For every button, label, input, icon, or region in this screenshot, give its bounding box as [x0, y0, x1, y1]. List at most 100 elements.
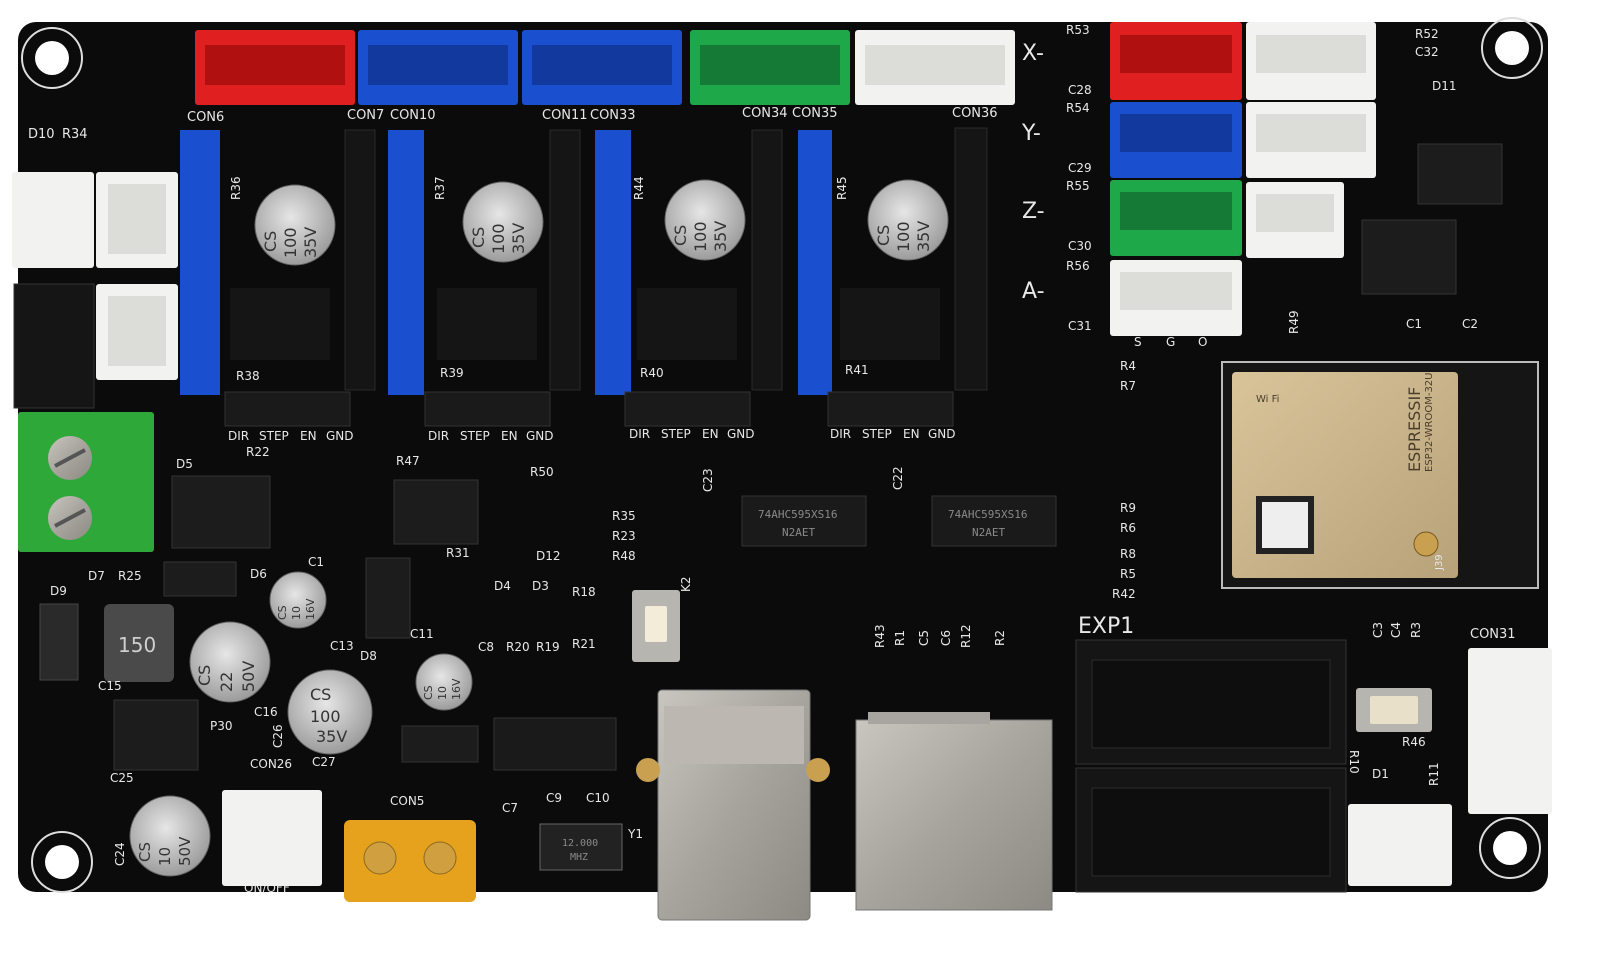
ref-label: C16	[254, 705, 278, 719]
svg-text:CS: CS	[136, 842, 154, 862]
ref-label: C5	[917, 630, 931, 646]
right-components	[1075, 143, 1552, 893]
con-label: CON31	[1470, 627, 1516, 642]
esp32-labels: ESPRESSIF ESP32-WROOM-32U Wi Fi J39	[1256, 373, 1445, 571]
ref-label: R43	[873, 624, 887, 648]
ref-label: C10	[586, 791, 610, 805]
pin-label: GND	[526, 429, 554, 443]
ref-label: C26	[271, 724, 285, 748]
pin-label: O	[1198, 335, 1207, 349]
con-label: CON6	[187, 110, 224, 125]
ref-label: C8	[478, 640, 494, 654]
shift-register-ics	[493, 495, 1057, 871]
ref-label: C32	[1415, 45, 1439, 59]
axis-z-label: Z-	[1022, 199, 1045, 224]
svg-text:12.000: 12.000	[562, 838, 598, 849]
con-label: CON10	[390, 108, 436, 123]
endstop-connectors	[1110, 22, 1376, 336]
left-connectors	[12, 172, 178, 552]
stepper-driver-blocks	[180, 127, 988, 427]
driver-pin-labels: DIR STEP EN GND DIR STEP EN GND DIR STEP…	[228, 427, 956, 443]
pin-label: DIR	[830, 427, 851, 441]
svg-text:ESP32-WROOM-32U: ESP32-WROOM-32U	[1424, 373, 1435, 472]
ref-label: C2	[1462, 317, 1478, 331]
svg-text:50V: 50V	[176, 836, 194, 866]
ref-label: D9	[50, 584, 67, 598]
ref-label: R56	[1066, 259, 1090, 273]
ic-labels: 74AHC595XS16 N2AET 74AHC595XS16 N2AET 12…	[562, 508, 1027, 863]
ref-label: D11	[1432, 79, 1457, 93]
ref-label: R25	[118, 569, 142, 583]
esp32-module	[1221, 361, 1539, 589]
svg-text:35V: 35V	[509, 223, 528, 254]
con-label: CON5	[390, 794, 424, 808]
ref-label: R22	[246, 445, 270, 459]
pin-label: EN	[501, 429, 518, 443]
pin-label: STEP	[460, 429, 490, 443]
ref-label: D3	[532, 579, 549, 593]
button-label: K2	[679, 576, 693, 592]
pin-label: STEP	[259, 429, 289, 443]
ref-label: R2	[993, 630, 1007, 646]
svg-text:CS: CS	[874, 225, 893, 246]
ref-label: R45	[835, 176, 849, 200]
ref-label: R35	[612, 509, 636, 523]
power-components	[39, 475, 479, 877]
ref-label: C7	[502, 801, 518, 815]
svg-text:74AHC595XS16: 74AHC595XS16	[948, 508, 1027, 521]
axis-x-label: X-	[1022, 41, 1044, 66]
ref-label: C25	[110, 771, 134, 785]
ref-label: C3	[1371, 622, 1385, 638]
ref-label: R18	[572, 585, 596, 599]
svg-text:N2AET: N2AET	[782, 526, 815, 539]
axis-y-label: Y-	[1021, 121, 1041, 146]
ref-label: R3	[1409, 622, 1423, 638]
small-cap-labels: 150 CS 22 50V CS 100 35V CS 10 50V CS 10…	[118, 598, 463, 866]
svg-text:35V: 35V	[914, 221, 933, 252]
ref-label: R44	[632, 176, 646, 200]
ref-label: R55	[1066, 179, 1090, 193]
ref-label: R5	[1120, 567, 1136, 581]
svg-text:MHZ: MHZ	[570, 852, 588, 863]
svg-text:100: 100	[894, 221, 913, 252]
svg-text:CS: CS	[310, 685, 331, 704]
con-label: CON33	[590, 108, 636, 123]
ref-label: C15	[98, 679, 122, 693]
ref-label: D1	[1372, 767, 1389, 781]
svg-text:100: 100	[310, 707, 341, 726]
ref-label: R36	[229, 176, 243, 200]
top-connectors	[195, 30, 1015, 105]
svg-text:CS: CS	[261, 231, 280, 252]
axis-a-label: A-	[1022, 279, 1045, 304]
ref-label: D4	[494, 579, 511, 593]
exp1-label: EXP1	[1078, 614, 1134, 639]
pin-label: STEP	[661, 427, 691, 441]
ref-label: R54	[1066, 101, 1090, 115]
svg-text:35V: 35V	[301, 227, 320, 258]
ref-label: R39	[440, 366, 464, 380]
ref-label: R20	[506, 640, 530, 654]
pin-label: DIR	[428, 429, 449, 443]
ref-label: R38	[236, 369, 260, 383]
svg-text:35V: 35V	[711, 221, 730, 252]
ref-label: C27	[312, 755, 336, 769]
pin-label: S	[1134, 335, 1142, 349]
svg-text:150: 150	[118, 633, 156, 657]
con-label: CON11	[542, 108, 588, 123]
pin-label: GND	[326, 429, 354, 443]
ref-label: C1	[308, 555, 324, 569]
svg-text:10: 10	[436, 686, 449, 700]
svg-text:CS: CS	[422, 685, 435, 700]
ref-label: R46	[1402, 735, 1426, 749]
svg-text:10: 10	[290, 606, 303, 620]
ref-label: R50	[530, 465, 554, 479]
ref-label: R23	[612, 529, 636, 543]
svg-text:16V: 16V	[450, 678, 463, 700]
ref-label: R37	[433, 176, 447, 200]
pin-label: STEP	[862, 427, 892, 441]
svg-text:CS: CS	[671, 225, 690, 246]
ref-label: R31	[446, 546, 470, 560]
ref-label: R34	[62, 127, 88, 142]
svg-text:J39: J39	[1434, 554, 1445, 571]
right-silk-labels: R49 C1 C2 R4 R7 R9 R6 R8 R5 R42 C3 C4 R3…	[1078, 310, 1516, 786]
